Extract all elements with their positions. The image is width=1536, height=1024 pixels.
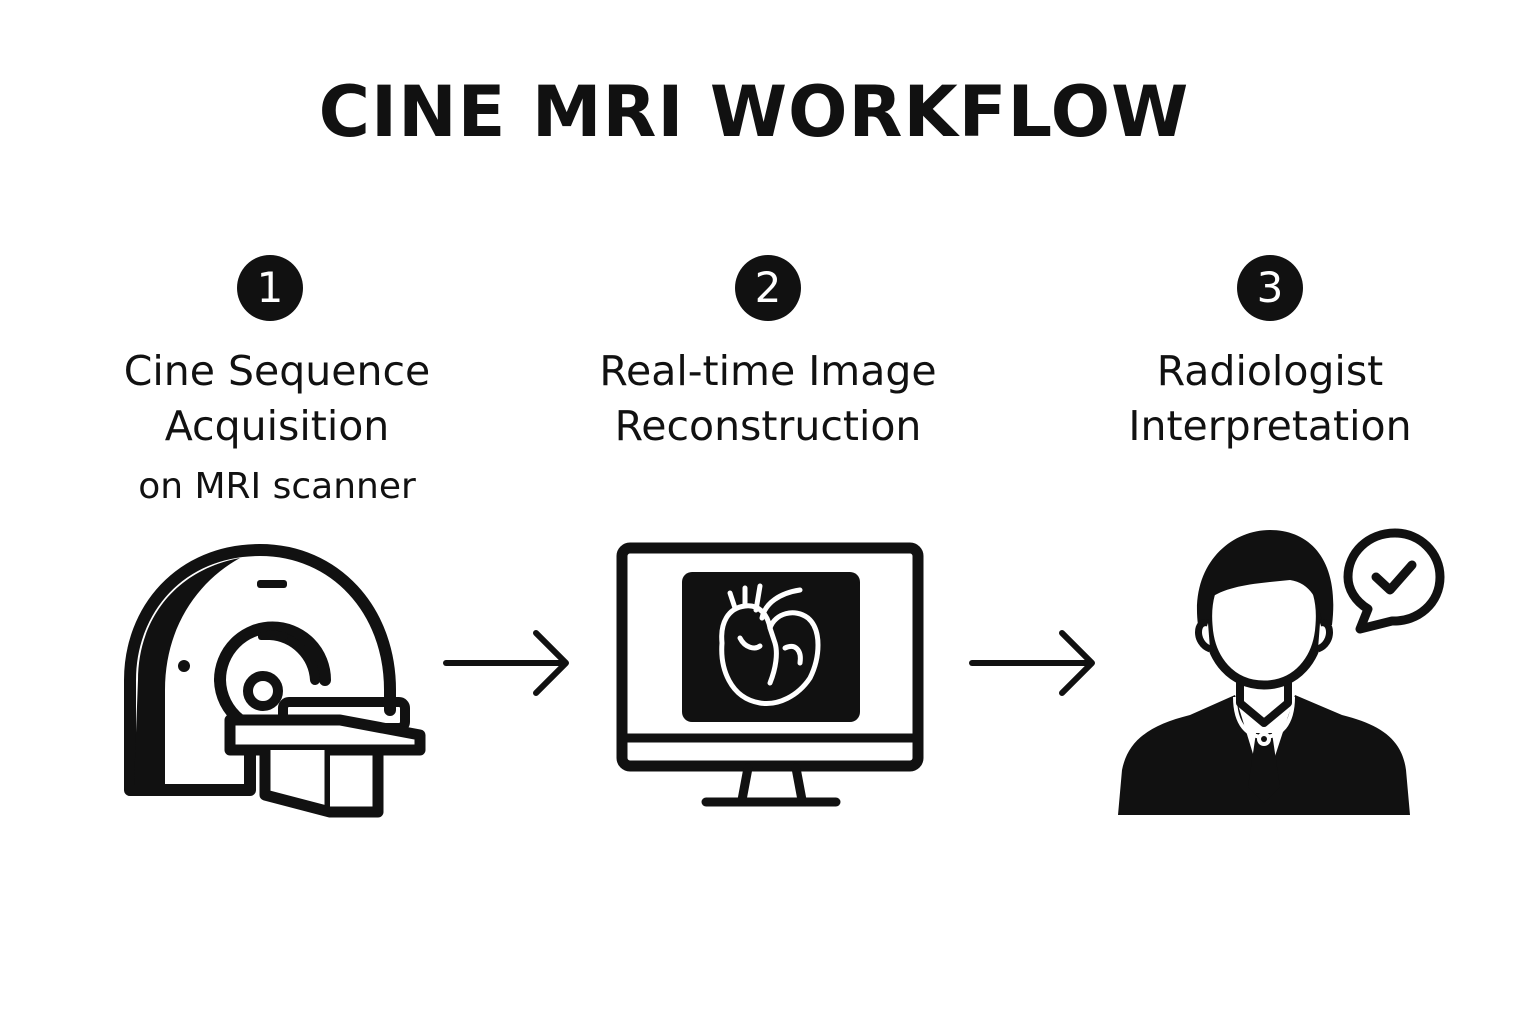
step-2-label-line-1: Real-time Image [599,347,937,395]
check-bubble-icon [1343,528,1445,634]
step-1-number-badge: 1 [237,255,303,321]
step-1-label-line-1: Cine Sequence [123,347,431,395]
step-2-label-line-2: Reconstruction [614,402,922,450]
mri-scanner-icon [124,544,426,818]
monitor-heart-icon [616,542,924,807]
step-1-label-line-2: Acquisition [164,402,390,450]
step-2-number-badge: 2 [735,255,801,321]
step-2-label: Real-time Image Reconstruction [568,344,968,454]
step-3-number-badge: 3 [1237,255,1303,321]
radiologist-icon [1118,528,1445,815]
step-3-label-line-2: Interpretation [1128,402,1412,450]
step-3-label-line-1: Radiologist [1156,347,1384,395]
step-3-label: Radiologist Interpretation [1070,344,1470,454]
arrow-right-icon [443,630,569,696]
heart-icon [719,583,821,707]
arrow-right-icon [969,630,1095,696]
diagram-title: CINE MRI WORKFLOW [318,71,1190,153]
step-1-sublabel: on MRI scanner [138,466,416,507]
step-1-label: Cine Sequence Acquisition [77,344,477,454]
